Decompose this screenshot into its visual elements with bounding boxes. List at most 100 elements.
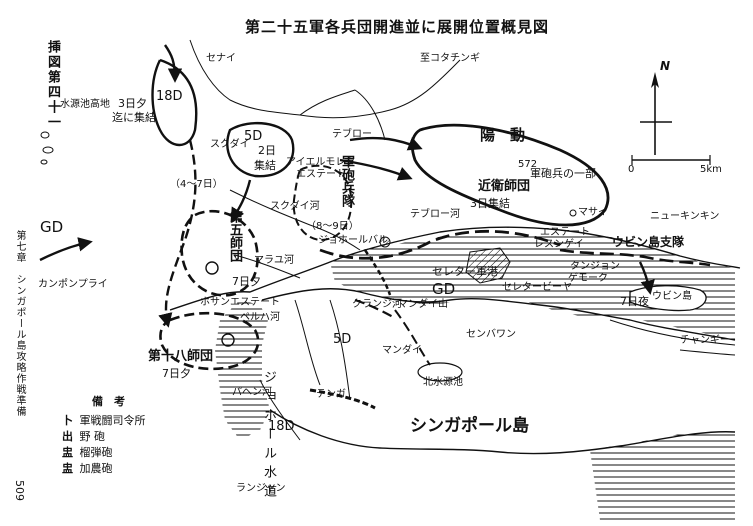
figure-title: 第二十五軍各兵団開進並に展開位置概見図 [245,18,550,36]
coast-east [609,319,736,346]
legend-label: 野 砲 [79,430,106,443]
singapore-island-label: シンガポール島 [410,416,529,436]
boundary-artillery [292,164,353,242]
place-senai: セナイ [206,53,236,64]
place-estate-aerumolek: アイエルモレク [286,157,356,168]
strait-water-south [590,430,735,520]
legend-row-howitzer: 盅 榴弾砲 [62,444,113,460]
railway [363,249,392,296]
compass-arrow [651,72,659,88]
road [299,89,386,141]
river [294,299,321,386]
place-n-reservoir: 北水源池 [423,377,463,388]
place-newkinkin: ニューキンキン [650,211,720,222]
place-masai: マサイ [578,207,608,218]
place-tanjong: タンジョン [570,261,620,272]
scale-max: 5km [700,164,722,175]
place-yodo: 陽 動 [480,126,526,144]
scale-zero: 0 [628,164,635,175]
arrow-18d [164,44,183,83]
unit-ubin-time: 7日夜 [620,295,649,308]
unit-18d-main: 第十八師団 [148,349,214,364]
legend-header: 備 考 [92,395,125,408]
arrow-ubin [638,261,655,295]
dash-front [354,298,396,319]
unit-18d-top: 18D [156,89,183,104]
place-dates2: （8～9日） [306,221,359,232]
place-kranji-river: クランジ河 [352,299,402,310]
field-gun-icon: 出 [62,430,73,443]
boundary-konoe [410,123,610,227]
unit-konoe: 近衛師団 [478,179,531,194]
unit-konoe-art: 軍砲兵の一部 [530,167,596,180]
johor-bahru-marker [379,236,391,248]
strait-water [330,232,735,340]
page-number: 509 [13,480,26,501]
place-h572: 572 [518,159,538,170]
railway [309,388,376,410]
unit-artillery: 軍砲兵隊 [339,155,354,207]
river [229,189,361,251]
cannon-icon: 盅 [62,462,73,475]
coast-east-2 [679,349,736,356]
place-rangjan: ランジャン [236,483,286,494]
place-johor-bahru: ジョホールバル [318,235,388,246]
place-tebrau-river: テブロー河 [410,209,460,220]
islet [40,159,48,165]
place-hosan-estate: ホサンエステート [200,297,280,308]
figure-label: 挿図第四十一 [45,40,60,130]
islet [40,131,50,139]
seletar-port-area [465,247,511,284]
unit-18d-lower: 18D [268,419,295,434]
masai-marker [569,209,577,217]
place-tebrau: テブロー [332,129,372,140]
arrow-18d-south [158,139,197,328]
place-dates1: （4～7日） [170,179,223,190]
place-skudai-river: スクダイ河 [270,201,320,212]
legend-row-command: 卜 軍戦闘司令所 [62,412,146,428]
place-kangkar: カンポンプライ [38,279,108,290]
place-terin-river: ペルハ河 [240,312,280,323]
place-tanjong2: ゲモーク [568,273,608,284]
deploy-line [319,229,561,260]
unit-5d-top-time: 2日 [258,144,276,157]
place-reservoir-high: 水源池高地 [60,99,110,110]
arrow-artillery [339,158,413,181]
place-yoho-river: ジョホール水道 [261,370,276,503]
unit-5d-main-time: 7日夕 [232,275,261,288]
unit-18d-top-time2: 迄に集結 [112,111,156,124]
unit-5d-main: 第五師団 [227,210,242,262]
arrow-artillery-2 [349,136,423,151]
legend-label: 軍戦闘司令所 [79,414,146,427]
arrow-5d [230,179,252,223]
place-tenga: テンガ [316,389,346,400]
legend-label: 榴弾砲 [79,446,113,459]
legend-label: 加農砲 [79,462,113,475]
road [189,39,461,119]
compass-north: N [660,59,671,73]
legend-row-field-gun: 出 野 砲 [62,428,105,444]
command-post [221,333,235,347]
place-kota-tinggi: 至コタチンギ [420,53,480,64]
islet [42,146,54,154]
river [234,254,301,279]
boundary-18d-main [159,311,260,371]
singapore-coast [261,288,736,455]
unit-5d-lower: 5D [333,332,352,347]
boundary-5d-top [226,122,295,178]
place-estate-aerumolek2: エステート [296,169,346,180]
command-post [205,261,219,275]
legend-row-cannon: 盅 加農砲 [62,460,113,476]
arrow-gd [39,237,93,262]
deploy-line [559,248,711,267]
river [259,379,301,441]
howitzer-icon: 盅 [62,446,73,459]
command-post-icon: 卜 [62,414,73,427]
place-taiyu-river: マラユ河 [254,255,294,266]
place-mandai-hill: マンダイ山 [398,299,448,310]
place-pandan-river: パヘン河 [232,387,272,398]
river [329,299,351,401]
place-mandai: マンダイ [382,345,422,356]
place-seletar-military-port: セレター軍港 [432,265,498,278]
